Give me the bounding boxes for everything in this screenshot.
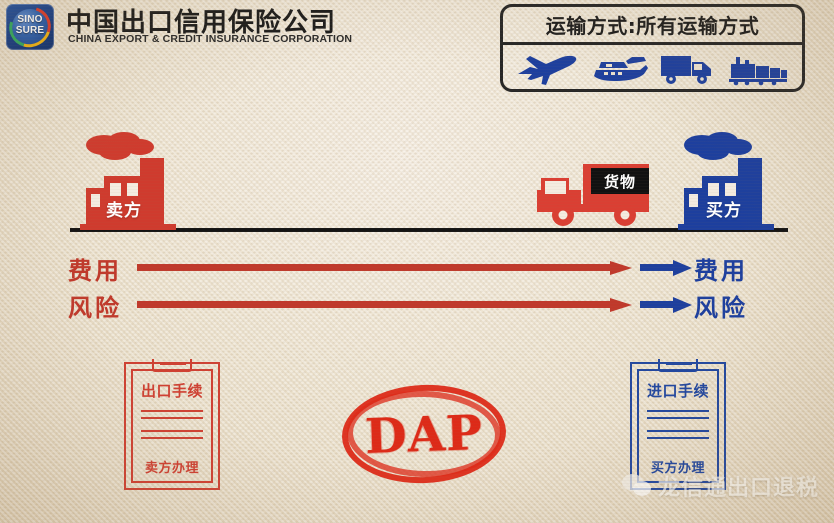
document-text-lines — [647, 410, 709, 444]
export-document-footer: 卖方办理 — [144, 461, 199, 476]
seller-factory-shape — [80, 132, 176, 230]
risk-red-arrow-head — [610, 298, 632, 312]
clipboard-clip-icon — [658, 359, 698, 372]
transport-mode-title-row: 运输方式:所有运输方式 — [503, 7, 802, 45]
risk-transfer-row: 风险 风险 — [0, 286, 834, 322]
cost-transfer-row: 费用 费用 — [0, 249, 834, 285]
document-line — [141, 430, 203, 432]
brand-name-chinese: 中国出口信用保险公司 — [66, 8, 337, 38]
cargo-badge: 货物 — [591, 168, 649, 194]
logo-text-line1: SINO — [17, 14, 43, 25]
risk-blue-arrow-head — [673, 297, 692, 313]
seller-label: 卖方 — [106, 201, 142, 221]
cost-red-arrow-shaft — [137, 264, 610, 271]
document-line — [647, 417, 709, 419]
document-line — [141, 410, 203, 412]
document-text-lines — [141, 410, 203, 444]
transport-mode-box: 运输方式:所有运输方式 — [500, 4, 805, 92]
logo-globe-shape — [12, 9, 48, 45]
seller-factory: 卖方 — [70, 132, 190, 230]
buyer-label: 买方 — [706, 201, 742, 221]
export-document-title: 出口手续 — [140, 382, 203, 400]
truck-icon — [659, 52, 717, 86]
document-line — [647, 430, 709, 432]
risk-blue-arrow — [640, 297, 692, 313]
risk-label-buyer-side: 风险 — [694, 294, 748, 322]
ground-line — [70, 228, 788, 232]
wechat-bubble-small — [633, 481, 651, 496]
document-line — [647, 410, 709, 412]
cargo-truck: 货物 — [535, 160, 655, 230]
buyer-factory-shape — [678, 132, 774, 230]
import-formalities-document: 进口手续 买方办理 — [630, 359, 726, 490]
watermark: 龙信通出口退税 — [622, 470, 819, 502]
train-icon — [727, 52, 789, 86]
buyer-factory: 买方 — [660, 132, 780, 230]
document-line — [141, 417, 203, 419]
stamp-text: DAP — [364, 404, 484, 466]
ship-icon — [588, 52, 650, 86]
logo-text-line2: SURE — [15, 25, 45, 36]
document-line — [141, 437, 203, 439]
import-document-title: 进口手续 — [646, 382, 709, 400]
risk-red-arrow-shaft — [137, 301, 610, 308]
dap-stamp: DAP — [338, 381, 510, 488]
transport-mode-title: 运输方式:所有运输方式 — [545, 14, 760, 38]
logo-text: SINO SURE — [6, 14, 54, 36]
cost-label-seller-side: 费用 — [68, 257, 122, 285]
cost-red-arrow — [137, 261, 632, 275]
cost-label-buyer-side: 费用 — [694, 257, 748, 285]
export-formalities-document: 出口手续 卖方办理 — [124, 359, 220, 490]
transport-mode-icon-row — [503, 45, 802, 92]
airplane-icon — [516, 52, 578, 86]
import-document-footer: 买方办理 — [650, 461, 705, 476]
risk-blue-arrow-shaft — [640, 301, 674, 308]
page-header: SINO SURE 中国出口信用保险公司 CHINA EXPORT & CRED… — [0, 0, 834, 52]
cargo-label: 货物 — [603, 172, 636, 191]
wechat-logo-icon — [622, 474, 652, 498]
sinosure-globe-logo: SINO SURE — [6, 4, 54, 50]
clipboard-clip-icon — [152, 359, 192, 372]
risk-label-seller-side: 风险 — [68, 294, 122, 322]
brand-name-english: CHINA EXPORT & CREDIT INSURANCE CORPORAT… — [68, 33, 353, 45]
cost-blue-arrow-shaft — [640, 264, 674, 271]
cost-blue-arrow — [640, 260, 692, 276]
document-line — [647, 437, 709, 439]
risk-red-arrow — [137, 298, 632, 312]
watermark-text: 龙信通出口退税 — [658, 476, 820, 501]
cost-blue-arrow-head — [673, 260, 692, 276]
cost-red-arrow-head — [610, 261, 632, 275]
